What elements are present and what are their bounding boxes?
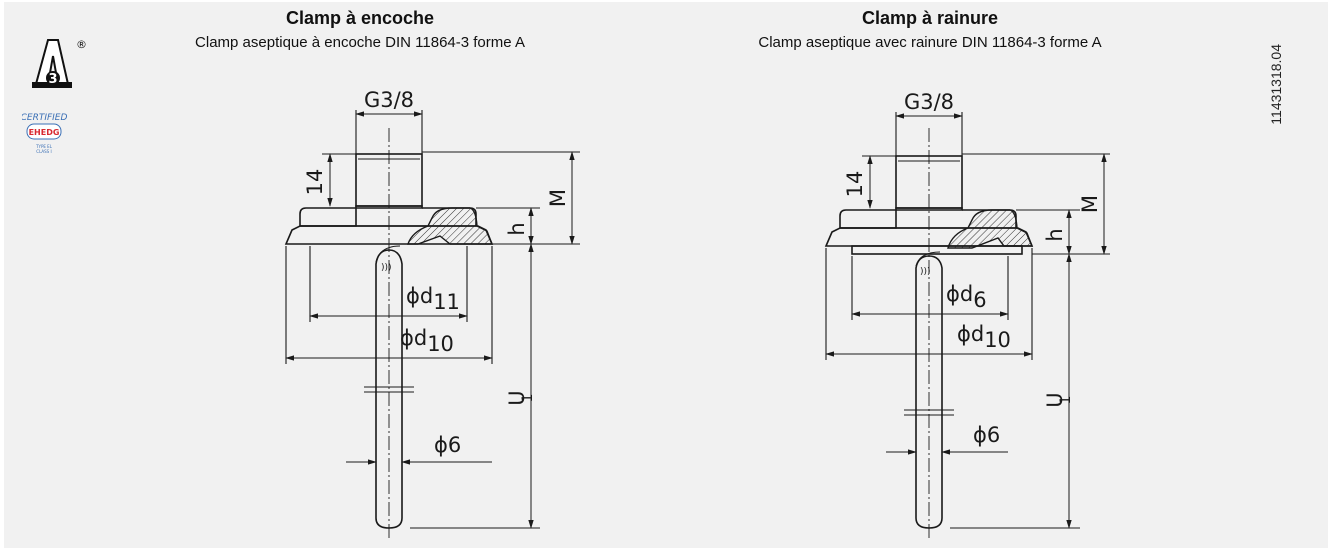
left-phi6-label: ϕ6 <box>434 433 461 457</box>
right-14-label: 14 <box>843 171 867 198</box>
logo-group: 3 ® CERTIFIED EHEDG TYPE EL CLASS I <box>22 38 87 154</box>
a3-logo-icon: 3 ® <box>32 38 87 88</box>
a3-registered-mark: ® <box>76 38 87 51</box>
left-section-hatch <box>407 207 494 245</box>
left-stem <box>375 249 403 529</box>
right-stem-fillet <box>915 251 941 267</box>
left-d10-main: ϕd <box>400 326 427 350</box>
left-d11-main: ϕd <box>406 284 433 308</box>
left-stem-fillet <box>375 245 401 263</box>
left-d11-label: ϕd11 <box>406 284 460 314</box>
left-u1-label: U <box>505 390 529 405</box>
right-u1-label: U <box>1043 392 1067 407</box>
left-subtitle: Clamp aseptique à encoche DIN 11864-3 fo… <box>195 34 525 51</box>
left-u1-sub: 1 <box>520 394 536 403</box>
left-title: Clamp à encoche <box>285 8 435 28</box>
drawing-panel <box>4 2 1328 548</box>
right-subtitle: Clamp aseptique avec rainure DIN 11864-3… <box>758 34 1102 51</box>
right-section-hatch <box>947 209 1034 249</box>
ehedg-text: EHEDG <box>29 128 60 137</box>
right-d6-label: ϕd6 <box>946 282 987 312</box>
right-hub-upper <box>839 207 963 229</box>
left-14-label: 14 <box>303 169 327 196</box>
right-phi6-label: ϕ6 <box>973 423 1000 447</box>
a3-logo-text: 3 <box>48 72 57 87</box>
right-d6-main: ϕd <box>946 282 973 306</box>
left-d11-sub: 11 <box>433 290 460 314</box>
ehedg-certified-icon: CERTIFIED EHEDG TYPE EL CLASS I <box>22 113 67 154</box>
right-d10-label: ϕd10 <box>957 322 1011 352</box>
right-stem <box>915 255 943 529</box>
certified-text: CERTIFIED <box>22 113 67 123</box>
left-g38-label: G3/8 <box>364 88 414 112</box>
right-weld-mark: ))) <box>920 267 931 277</box>
left-hub-upper <box>299 205 423 227</box>
left-h-label: h <box>505 222 529 235</box>
right-groove-lip <box>851 245 1023 255</box>
right-title: Clamp à rainure <box>861 8 999 28</box>
left-m-label: M <box>546 189 570 207</box>
left-d10-label: ϕd10 <box>400 326 454 356</box>
left-weld-mark: ))) <box>381 263 392 273</box>
right-d6-sub: 6 <box>973 288 986 312</box>
right-g38-label: G3/8 <box>904 90 954 114</box>
right-m-label: M <box>1078 195 1102 213</box>
right-d10-sub: 10 <box>984 328 1011 352</box>
right-h-label: h <box>1043 228 1067 241</box>
left-d10-sub: 10 <box>427 332 454 356</box>
class-text: CLASS I <box>36 149 51 154</box>
type-text: TYPE EL <box>35 144 53 149</box>
right-u1-sub: 1 <box>1058 396 1074 405</box>
right-d10-main: ϕd <box>957 322 984 346</box>
